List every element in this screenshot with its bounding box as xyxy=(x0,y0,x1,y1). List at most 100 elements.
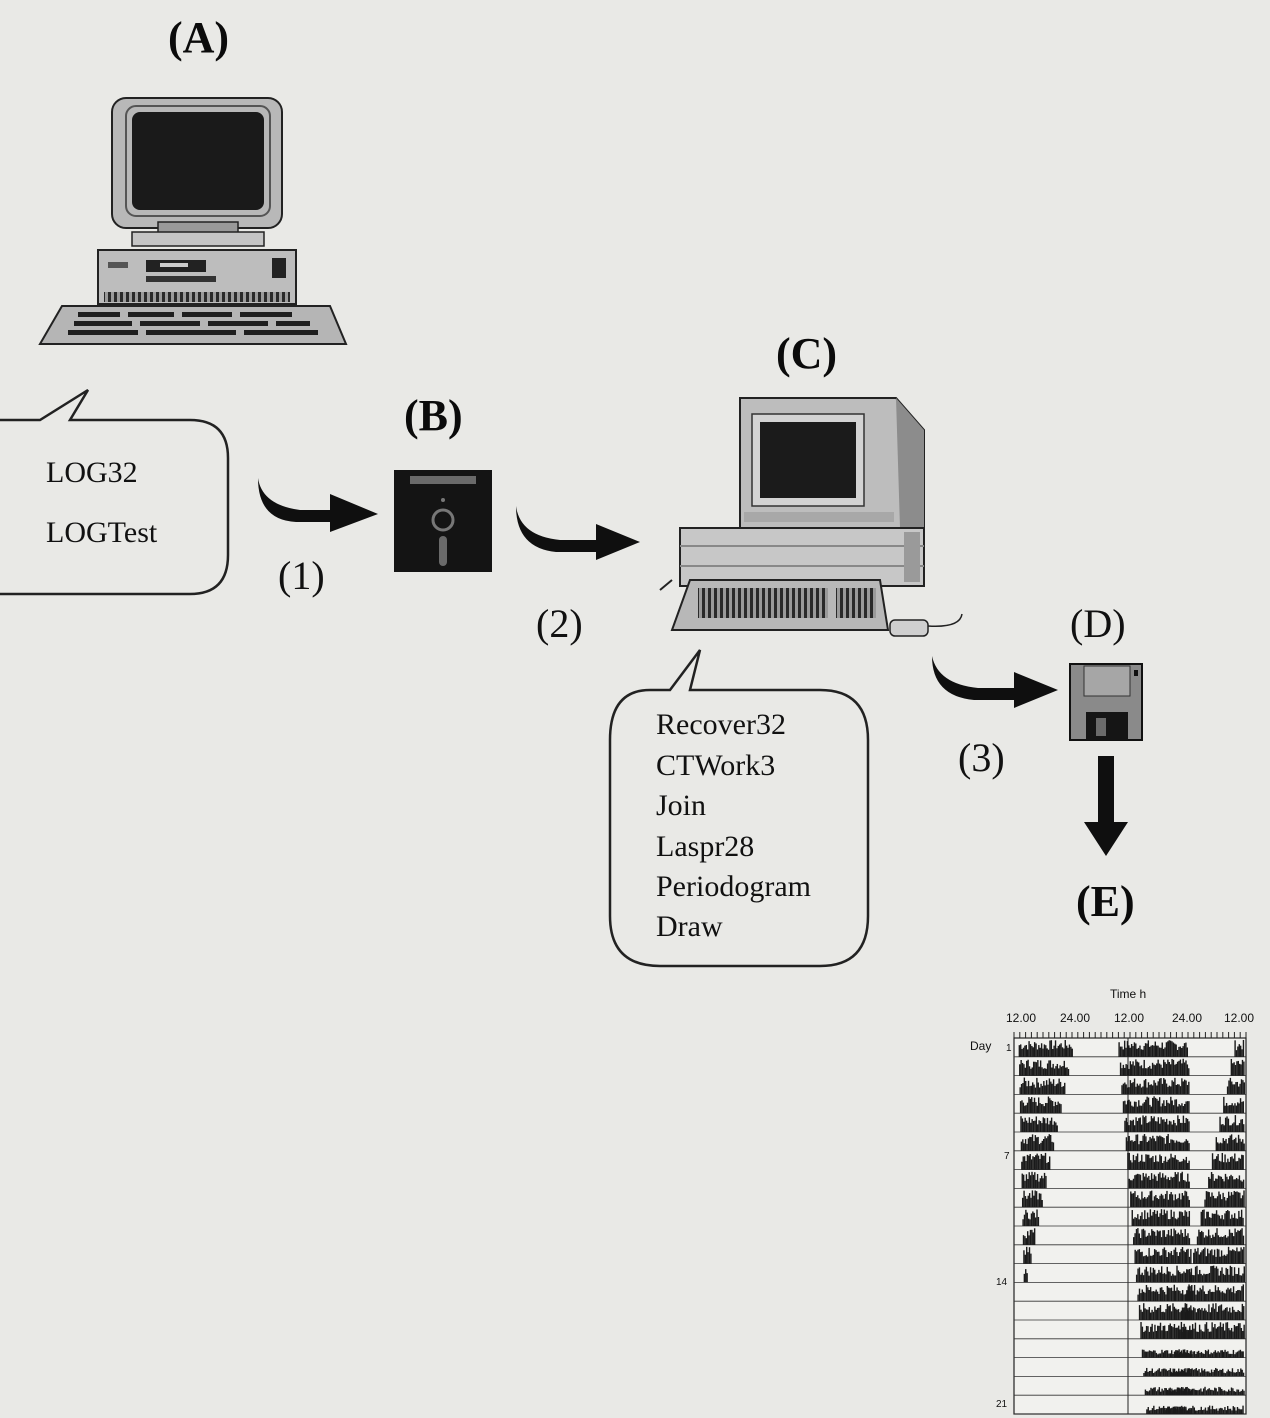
actogram-activity-bar xyxy=(1175,1391,1177,1396)
actogram-activity-bar xyxy=(1230,1250,1233,1264)
actogram-activity-bar xyxy=(1230,1134,1233,1151)
actogram-activity-bar xyxy=(1162,1215,1164,1226)
actogram-activity-bar xyxy=(1155,1330,1158,1339)
actogram-activity-bar xyxy=(1027,1059,1029,1076)
actogram-activity-bar xyxy=(1232,1140,1234,1151)
actogram-activity-bar xyxy=(1174,1172,1176,1189)
actogram-activity-bar xyxy=(1132,1154,1135,1170)
actogram-activity-bar xyxy=(1221,1236,1224,1245)
actogram-activity-bar xyxy=(1178,1104,1180,1114)
actogram-activity-bar xyxy=(1233,1122,1235,1132)
actogram-activity-bar xyxy=(1164,1213,1167,1226)
actogram-activity-bar xyxy=(1144,1079,1147,1095)
actogram-activity-bar xyxy=(1128,1087,1130,1095)
actogram-activity-bar xyxy=(1196,1265,1198,1283)
actogram-activity-bar xyxy=(1184,1388,1187,1396)
actogram-activity-bar xyxy=(1203,1369,1206,1377)
actogram-activity-bar xyxy=(1170,1096,1172,1114)
actogram-activity-bar xyxy=(1027,1122,1029,1132)
actogram-activity-bar xyxy=(1153,1231,1156,1245)
actogram-activity-bar xyxy=(1240,1409,1243,1414)
actogram-activity-bar xyxy=(1136,1083,1139,1095)
actogram-activity-bar xyxy=(1020,1116,1022,1132)
actogram-activity-bar xyxy=(1026,1154,1029,1170)
actogram-activity-bar xyxy=(1177,1232,1179,1245)
actogram-activity-bar xyxy=(1165,1236,1167,1245)
actogram-activity-bar xyxy=(1155,1045,1158,1057)
actogram-activity-bar xyxy=(1184,1294,1187,1302)
actogram-activity-bar xyxy=(1185,1211,1188,1226)
actogram-activity-bar xyxy=(1235,1082,1237,1095)
actogram-activity-bar xyxy=(1034,1087,1037,1095)
actogram-activity-bar xyxy=(1171,1124,1173,1132)
actogram-activity-bar xyxy=(1186,1064,1189,1076)
actogram-activity-bar xyxy=(1225,1289,1228,1302)
actogram-activity-bar xyxy=(1135,1086,1137,1095)
actogram-activity-bar xyxy=(1204,1308,1206,1320)
pc-computer-icon xyxy=(38,97,348,345)
actogram-activity-bar xyxy=(1021,1197,1024,1208)
actogram-activity-bar xyxy=(1139,1174,1142,1189)
actogram-activity-bar xyxy=(1038,1181,1040,1189)
actogram-activity-bar xyxy=(1024,1236,1026,1245)
actogram-activity-bar xyxy=(1176,1370,1178,1377)
actogram-activity-bar xyxy=(1033,1141,1035,1151)
actogram-activity-bar xyxy=(1179,1105,1182,1114)
actogram-activity-bar xyxy=(1160,1064,1162,1076)
actogram-activity-bar xyxy=(1030,1137,1032,1151)
actogram-activity-bar xyxy=(1227,1311,1230,1320)
actogram-activity-bar xyxy=(1158,1251,1160,1264)
actogram-activity-bar xyxy=(1217,1306,1220,1320)
actogram-activity-bar xyxy=(1135,1059,1137,1076)
actogram-activity-bar xyxy=(1170,1228,1172,1245)
actogram-activity-bar xyxy=(1184,1252,1186,1264)
actogram-activity-bar xyxy=(1057,1101,1059,1114)
actogram-activity-bar xyxy=(1128,1125,1130,1132)
actogram-activity-bar xyxy=(1195,1251,1198,1264)
actogram-activity-bar xyxy=(1194,1322,1197,1339)
actogram-activity-bar xyxy=(1170,1209,1172,1226)
actogram-activity-bar xyxy=(1142,1172,1144,1189)
actogram-activity-bar xyxy=(1027,1195,1029,1208)
actogram-activity-bar xyxy=(1147,1407,1149,1414)
actogram-activity-bar xyxy=(1025,1238,1027,1245)
actogram-activity-bar xyxy=(1121,1068,1123,1076)
actogram-activity-bar xyxy=(1146,1235,1149,1245)
actogram-activity-bar xyxy=(1211,1307,1213,1320)
actogram-activity-bar xyxy=(1132,1061,1134,1076)
actogram-activity-bar xyxy=(1209,1372,1211,1377)
actogram-activity-bar xyxy=(1128,1045,1130,1057)
actogram-activity-bar xyxy=(1184,1122,1186,1132)
actogram-activity-bar xyxy=(1230,1105,1232,1114)
actogram-activity-bar xyxy=(1022,1156,1024,1170)
actogram-activity-bar xyxy=(1135,1274,1138,1283)
actogram-activity-bar xyxy=(1236,1218,1239,1226)
actogram-activity-bar xyxy=(1035,1116,1038,1132)
actogram-activity-bar xyxy=(1200,1351,1203,1358)
actogram-activity-bar xyxy=(1175,1044,1177,1057)
actogram-activity-bar xyxy=(1212,1327,1215,1339)
actogram-activity-bar xyxy=(1234,1354,1236,1358)
actogram-activity-bar xyxy=(1145,1198,1147,1208)
actogram-activity-bar xyxy=(1147,1287,1149,1302)
actogram-activity-bar xyxy=(1184,1141,1186,1151)
actogram-activity-bar xyxy=(1161,1042,1163,1057)
actogram-activity-bar xyxy=(1041,1200,1043,1208)
actogram-activity-bar xyxy=(1213,1351,1215,1358)
actogram-activity-bar xyxy=(1229,1077,1232,1095)
actogram-activity-bar xyxy=(1036,1137,1038,1151)
actogram-activity-bar xyxy=(1233,1062,1235,1076)
actogram-activity-bar xyxy=(1200,1230,1203,1245)
actogram-activity-bar xyxy=(1147,1326,1149,1339)
actogram-activity-bar xyxy=(1134,1140,1136,1151)
actogram-activity-bar xyxy=(1221,1388,1223,1396)
actogram-activity-bar xyxy=(1193,1252,1195,1264)
actogram-activity-bar xyxy=(1209,1354,1211,1358)
actogram-activity-bar xyxy=(1173,1389,1176,1396)
actogram-activity-bar xyxy=(1067,1069,1070,1076)
actogram-activity-bar xyxy=(1190,1369,1192,1377)
actogram-activity-bar xyxy=(1241,1101,1243,1114)
actogram-activity-bar xyxy=(1164,1175,1167,1189)
actogram-activity-bar xyxy=(1190,1408,1193,1414)
actogram-activity-bar xyxy=(1139,1083,1141,1095)
